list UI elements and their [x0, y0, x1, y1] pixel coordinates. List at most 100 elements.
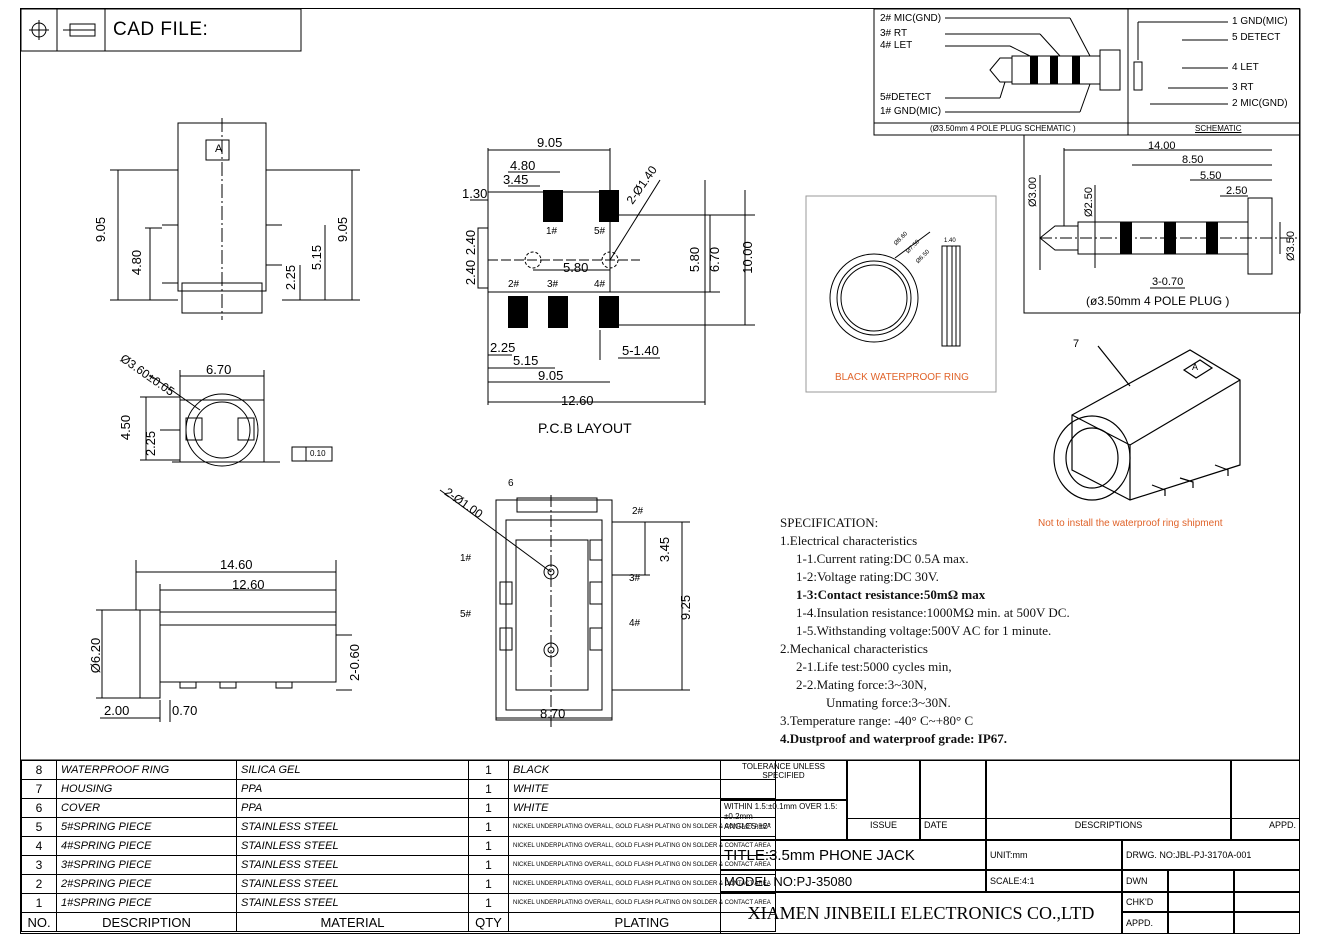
schematic-label: 4 LET — [1232, 62, 1259, 73]
bom-cell-qty: 1 — [468, 817, 509, 837]
title-block: TOLERANCE UNLESS SPECIFIED WITHIN 1.5:±0… — [720, 760, 1300, 934]
bom-header-desc: DESCRIPTION — [56, 912, 237, 932]
bom-cell-qty: 1 — [468, 760, 509, 780]
bom-cell-desc: HOUSING — [56, 779, 237, 799]
drawing-number: DRWG. NO:JBL-PJ-3170A-001 — [1122, 840, 1300, 870]
dim-label: 4.50 — [118, 414, 134, 441]
bom-cell-desc: 3#SPRING PIECE — [56, 855, 237, 875]
dim-label: 4.80 — [129, 249, 145, 276]
dim-label: 2.25 — [490, 340, 516, 355]
dim-label: 12.60 — [561, 393, 594, 408]
pad-label: 2# — [508, 279, 520, 290]
dim-label: 2-0.60 — [346, 644, 362, 681]
front-view — [140, 370, 333, 467]
blank-cell — [1234, 870, 1300, 892]
pad-label: 3# — [547, 279, 559, 290]
spec-line: 1-2:Voltage rating:DC 30V. — [796, 569, 939, 584]
side-view — [96, 560, 352, 722]
spec-line: 1.Electrical characteristics — [780, 533, 918, 548]
bom-cell-desc: COVER — [56, 798, 237, 818]
dim-label: 6.70 — [206, 362, 232, 377]
bottom-view — [439, 489, 690, 730]
bom-header-mat: MATERIAL — [236, 912, 469, 932]
pcb-pads — [508, 190, 619, 328]
dim-label: 2.40 — [463, 229, 479, 256]
schematic-label: 1 GND(MIC) — [1232, 16, 1288, 27]
bom-cell-no: 2 — [21, 874, 57, 894]
dim-label: 9.25 — [678, 594, 694, 621]
bom-cell-no: 6 — [21, 798, 57, 818]
pcb-layout-title: P.C.B LAYOUT — [538, 420, 632, 436]
schematic-label: 1# GND(MIC) — [880, 106, 942, 117]
cad-header-box — [20, 8, 302, 52]
bom-cell-no: 8 — [21, 760, 57, 780]
tolerance-title: TOLERANCE UNLESS SPECIFIED — [720, 760, 847, 800]
schematic-caption: (Ø3.50mm 4 POLE PLUG SCHEMATIC ) — [930, 124, 1076, 133]
dim-label: 10.00 — [739, 241, 755, 274]
spec-line: 1-4.Insulation resistance:1000MΩ min. at… — [796, 605, 1070, 620]
dim-label: 2.25 — [143, 430, 159, 457]
issue-header: ISSUE — [847, 818, 920, 840]
dim-label: 5.80 — [687, 246, 703, 273]
schematic-label: 4# LET — [880, 40, 913, 51]
cad-file-label: CAD FILE: — [113, 19, 209, 40]
spec-line: 4.Dustproof and waterproof grade: IP67. — [780, 731, 1008, 746]
bom-cell-qty: 1 — [468, 855, 509, 875]
bom-cell-no: 5 — [21, 817, 57, 837]
drawing-title: TITLE:3.5mm PHONE JACK — [720, 840, 986, 870]
waterproof-ring — [805, 195, 997, 393]
bom-cell-plating: BLACK — [508, 760, 776, 780]
ring-caption: BLACK WATERPROOF RING — [835, 372, 969, 383]
unit: UNIT:mm — [986, 840, 1122, 870]
bom-cell-qty: 1 — [468, 798, 509, 818]
bom-cell-mat: STAINLESS STEEL — [236, 817, 469, 837]
blank-cell — [1234, 892, 1300, 912]
bom-cell-qty: 1 — [468, 779, 509, 799]
dim-label: 8.50 — [1182, 154, 1204, 166]
bom-cell-desc: 2#SPRING PIECE — [56, 874, 237, 894]
bom-cell-mat: STAINLESS STEEL — [236, 874, 469, 894]
spec-line: 1-3:Contact resistance:50mΩ max — [796, 587, 986, 602]
spec-line: 1-5.Withstanding voltage:500V AC for 1 m… — [796, 623, 1052, 638]
dim-label: Ø2.50 — [1082, 187, 1095, 217]
date-header: DATE — [920, 818, 986, 840]
dim-label: 9.05 — [538, 368, 564, 383]
bom-cell-no: 3 — [21, 855, 57, 875]
pad-label: 1# — [546, 226, 558, 237]
dim-label: 9.05 — [537, 135, 563, 150]
schematic-label: 2 MIC(GND) — [1232, 98, 1288, 109]
bom-cell-desc: 5#SPRING PIECE — [56, 817, 237, 837]
bom-cell-qty: 1 — [468, 874, 509, 894]
cone-symbol-icon — [63, 23, 96, 37]
iso-marker: A — [1192, 362, 1199, 372]
spec-line: 2-2.Mating force:3~30N, — [796, 677, 927, 692]
bom-cell-mat: PPA — [236, 798, 469, 818]
bom-cell-qty: 1 — [468, 893, 509, 913]
drawn-by-label: DWN — [1122, 870, 1168, 892]
schematic-label: 3# RT — [880, 28, 908, 39]
blank-cell — [1168, 892, 1234, 912]
isometric-view — [1053, 345, 1241, 501]
dim-label: 1.30 — [462, 186, 488, 201]
specification-block: SPECIFICATION: 1.Electrical characteristi… — [780, 514, 1070, 748]
dim-label: 12.60 — [232, 577, 265, 592]
bom-cell-mat: STAINLESS STEEL — [236, 855, 469, 875]
dim-label: 14.00 — [1148, 140, 1176, 152]
tolerance-box: 0.10 — [310, 449, 326, 458]
tolerance-values: WITHIN 1.5:±0.1mm OVER 1.5: ±0.2mm ANGLE… — [720, 800, 847, 840]
dim-label: 0.70 — [172, 703, 198, 718]
spec-line: SPECIFICATION: — [780, 515, 879, 530]
part-callout: 7 — [1073, 338, 1080, 350]
dim-label: 5.15 — [513, 353, 539, 368]
scale: SCALE:4:1 — [986, 870, 1122, 892]
dim-label: 9.05 — [335, 216, 351, 243]
bom-cell-no: 4 — [21, 836, 57, 856]
dim-label: 3.45 — [503, 172, 529, 187]
